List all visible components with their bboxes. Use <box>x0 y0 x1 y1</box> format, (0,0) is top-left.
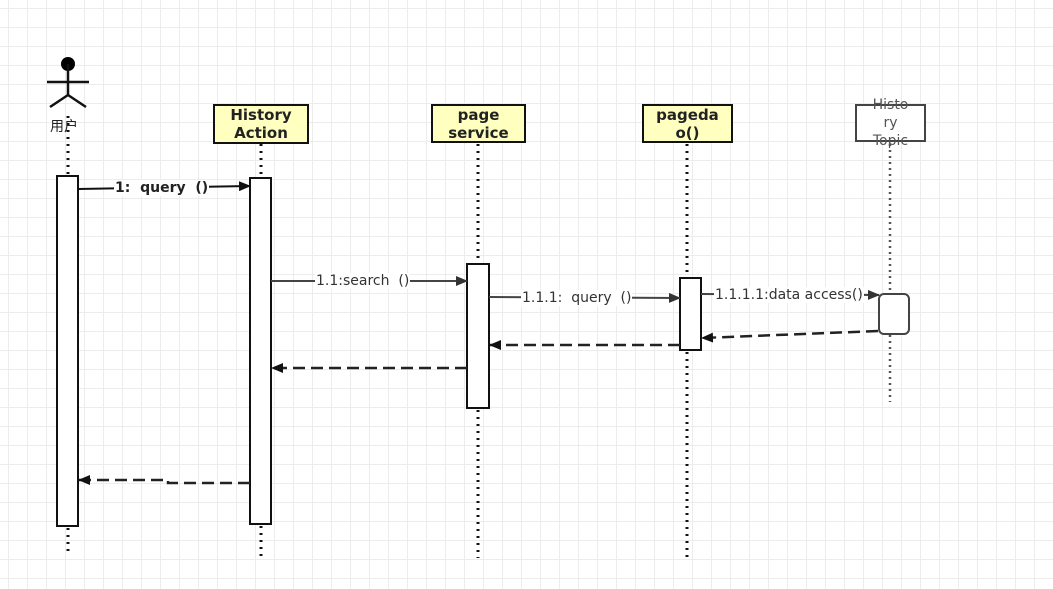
lifeline-title-line: Topic <box>872 133 909 149</box>
lifeline-header-history-action[interactable]: History Action <box>213 104 309 144</box>
actor-label: 用户 <box>50 119 78 135</box>
lifeline-header-pagedao[interactable]: pageda o() <box>642 104 733 143</box>
lifeline-title-line: o() <box>675 123 700 142</box>
message-label-m1[interactable]: 1: query () <box>114 180 210 196</box>
activation-history-topic <box>878 293 910 335</box>
message-label-m2[interactable]: 1.1:search () <box>315 273 411 289</box>
lifeline-title-line: History <box>230 106 292 124</box>
lifeline-title-line: pageda <box>656 105 719 124</box>
lifeline-title-line: ry <box>883 115 898 131</box>
return-arrow-r4 <box>701 329 879 343</box>
message-label-m3[interactable]: 1.1.1: query () <box>521 290 633 306</box>
actor-stick-figure-icon <box>47 57 89 109</box>
activation-page-service <box>466 263 490 409</box>
lifeline-title-line: Histo <box>872 97 909 113</box>
activation-user <box>56 175 79 527</box>
message-label-m4[interactable]: 1.1.1.1:data access() <box>714 287 864 303</box>
lifeline-title-line: Action <box>234 124 288 142</box>
lifeline-header-history-topic[interactable]: Histo ry Topic <box>855 97 926 149</box>
lifeline-title-line: service <box>448 123 509 142</box>
activation-history-action <box>249 177 272 525</box>
activation-pagedao <box>679 277 702 351</box>
return-arrow-r1 <box>78 475 250 485</box>
lifeline-title-line: page <box>457 105 500 124</box>
lifeline-header-page-service[interactable]: page service <box>431 104 526 143</box>
